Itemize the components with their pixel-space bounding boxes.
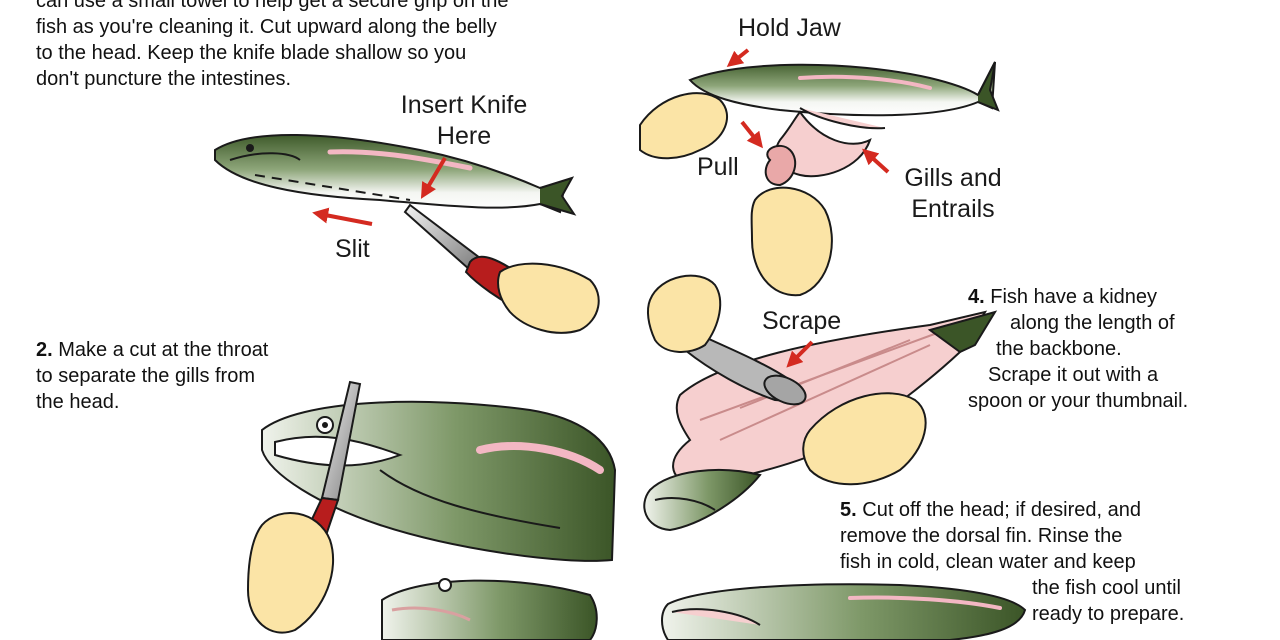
step4-spoon-hand bbox=[646, 274, 807, 406]
step5-instructions: 5. Cut off the head; if desired, and rem… bbox=[840, 497, 1260, 627]
step4-line-2: along the length of bbox=[1010, 312, 1175, 334]
step4-line-4: Scrape it out with a bbox=[988, 364, 1159, 386]
step1-knife-hand bbox=[403, 203, 600, 334]
step5-number: 5. bbox=[840, 499, 857, 521]
gills-entrails-line-1: Gills and bbox=[904, 164, 1002, 192]
step1-line-4: don't puncture the intestines. bbox=[36, 68, 292, 90]
step2-number: 2. bbox=[36, 339, 53, 361]
step3-gills-arrow bbox=[862, 148, 890, 174]
step2-line-3: the head. bbox=[36, 391, 120, 413]
insert-knife-label-line-2: Here bbox=[436, 122, 492, 150]
step5-line-5: ready to prepare. bbox=[1032, 603, 1185, 625]
step5-line-1-text: Cut off the head; if desired, and bbox=[862, 499, 1141, 521]
step3-entrails bbox=[764, 110, 872, 187]
step3-pull-arrow bbox=[740, 120, 763, 149]
step4-line-1-text: Fish have a kidney bbox=[990, 286, 1158, 308]
step2-line-2: to separate the gills from bbox=[36, 365, 255, 387]
step2-instructions: 2. Make a cut at the throat to separate … bbox=[36, 337, 268, 415]
step1-line-1: can use a small towel to help get a secu… bbox=[36, 0, 509, 12]
step4-line-1: 4. Fish have a kidney bbox=[968, 284, 1188, 310]
step2-fish-head bbox=[261, 400, 617, 562]
step3-fish bbox=[688, 61, 1000, 130]
step4-scrape-arrow bbox=[786, 340, 814, 368]
step5-line-2: remove the dorsal fin. Rinse the bbox=[840, 525, 1123, 547]
step2-line-1-text: Make a cut at the throat bbox=[58, 339, 269, 361]
insert-knife-label: Insert Knife Here bbox=[382, 90, 546, 152]
step3-hold-arrow bbox=[726, 48, 750, 67]
step5-line-4: the fish cool until bbox=[1032, 577, 1181, 599]
step2-second-fish bbox=[381, 578, 598, 640]
gills-entrails-label: Gills and Entrails bbox=[893, 163, 1013, 225]
step1-fish bbox=[214, 133, 577, 216]
step2-line-1: 2. Make a cut at the throat bbox=[36, 337, 268, 363]
step4-instructions: 4. Fish have a kidney along the length o… bbox=[968, 284, 1188, 414]
step4-line-5: spoon or your thumbnail. bbox=[968, 390, 1189, 412]
step4-number: 4. bbox=[968, 286, 985, 308]
step5-line-3: fish in cold, clean water and keep bbox=[840, 551, 1136, 573]
pull-label: Pull bbox=[697, 153, 739, 181]
step2-knife-hand bbox=[246, 380, 362, 634]
step1-line-2: fish as you're cleaning it. Cut upward a… bbox=[36, 16, 497, 38]
insert-knife-label-line-1: Insert Knife bbox=[400, 91, 528, 119]
step4-line-3: the backbone. bbox=[996, 338, 1122, 360]
step1-instructions: can use a small towel to help get a secu… bbox=[36, 0, 509, 92]
step3-left-hand bbox=[639, 92, 729, 160]
step5-line-1: 5. Cut off the head; if desired, and bbox=[840, 497, 1260, 523]
step3-bottom-hand bbox=[750, 186, 833, 297]
slit-label: Slit bbox=[335, 235, 370, 263]
step1-line-3: to the head. Keep the knife blade shallo… bbox=[36, 42, 467, 64]
gills-entrails-line-2: Entrails bbox=[911, 195, 995, 223]
step4-holding-hand bbox=[802, 392, 927, 486]
hold-jaw-label: Hold Jaw bbox=[738, 14, 841, 42]
step1-insert-arrow bbox=[420, 156, 447, 199]
step1-slit-arrow bbox=[312, 207, 373, 226]
scrape-label: Scrape bbox=[762, 307, 842, 335]
